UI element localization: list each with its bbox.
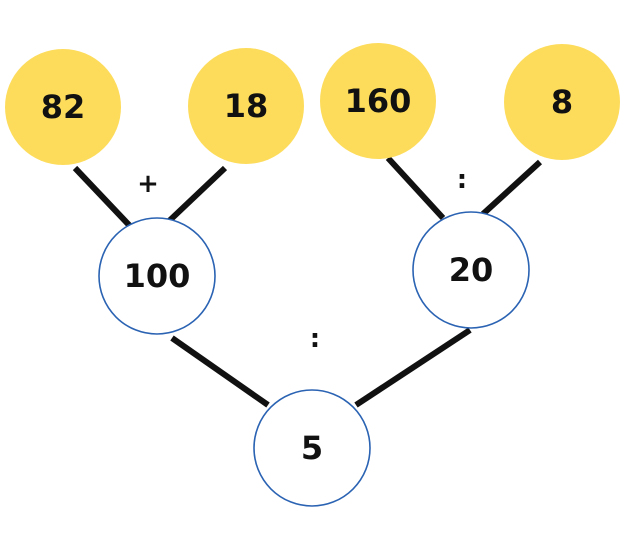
leaf-8: 8	[504, 44, 620, 160]
node-5-label: 5	[301, 429, 323, 467]
leaf-circle	[320, 43, 436, 159]
leaf-circle	[5, 49, 121, 165]
node-100: 100	[98, 217, 216, 335]
operator-divide-right: :	[457, 165, 467, 195]
leaf-8-label: 8	[551, 83, 573, 121]
edge-100-to-5	[170, 335, 270, 408]
leaf-82-label: 82	[41, 88, 86, 126]
node-5: 5	[253, 389, 371, 507]
edge-18-to-100	[165, 165, 228, 225]
operator-divide-root: :	[310, 324, 320, 354]
leaf-18-label: 18	[224, 87, 269, 125]
operator-plus: +	[137, 169, 159, 199]
node-circle	[412, 211, 530, 329]
edge-8-to-20	[480, 159, 543, 217]
node-circle	[98, 217, 216, 335]
edge-20-to-5	[354, 327, 472, 408]
leaf-circle	[504, 44, 620, 160]
leaf-18: 18	[188, 48, 304, 164]
edge-82-to-100	[72, 165, 133, 229]
leaf-160: 160	[320, 43, 436, 159]
node-circle	[253, 389, 371, 507]
node-100-label: 100	[124, 257, 191, 295]
node-20: 20	[412, 211, 530, 329]
leaf-circle	[188, 48, 304, 164]
leaf-82: 82	[5, 49, 121, 165]
node-20-label: 20	[449, 251, 494, 289]
edge-160-to-20	[385, 155, 446, 221]
leaf-160-label: 160	[345, 82, 412, 120]
